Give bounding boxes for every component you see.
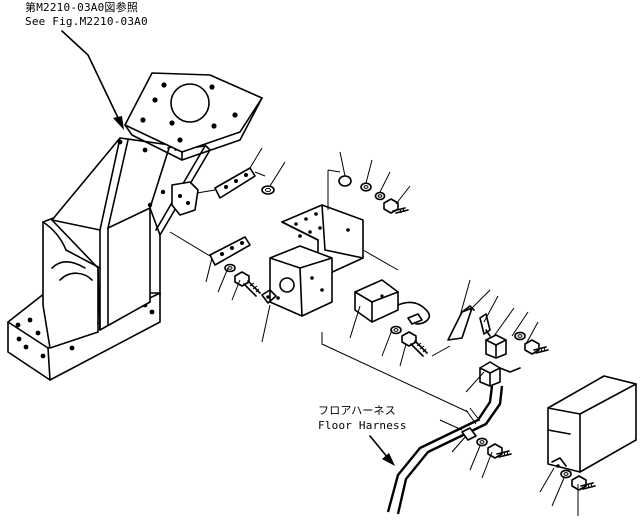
top-right-bolt	[383, 198, 409, 214]
relay-clip	[479, 313, 491, 337]
harness-clamp	[461, 427, 477, 441]
lower-washer	[224, 263, 236, 273]
relay-washer	[514, 331, 526, 341]
top-washer-2	[374, 191, 386, 201]
control-column-pedestal	[7, 72, 263, 381]
lower-spacer-plate	[169, 231, 251, 266]
floor-harness	[321, 332, 504, 515]
reference-note-en: See Fig.M2210-03A0	[25, 15, 148, 28]
clamp-bolt	[487, 443, 512, 459]
controller-bolt	[401, 331, 428, 357]
top-washer-1	[360, 182, 372, 192]
item-leader-lines	[205, 147, 579, 516]
reference-note-jp: 第M2210-03A0図参照	[25, 1, 139, 14]
upper-washer	[261, 185, 275, 195]
controller-box	[354, 279, 431, 325]
protective-cover	[547, 375, 637, 473]
harness-label-jp: フロアハーネス	[318, 404, 396, 417]
upper-spacer-plate	[196, 167, 266, 199]
relay-bolt	[524, 339, 549, 355]
reference-leader-arrow	[61, 30, 124, 130]
harness-label-en: Floor Harness	[318, 419, 407, 432]
main-mounting-bracket	[261, 169, 399, 317]
rubber-cap	[338, 175, 352, 187]
controller-washer	[390, 325, 402, 335]
harness-connector	[479, 361, 521, 387]
cover-bolt	[571, 475, 596, 491]
clamp-washer	[476, 437, 488, 447]
harness-leader-arrow	[369, 435, 395, 466]
cover-washer	[560, 469, 572, 479]
relay-unit	[485, 334, 507, 359]
